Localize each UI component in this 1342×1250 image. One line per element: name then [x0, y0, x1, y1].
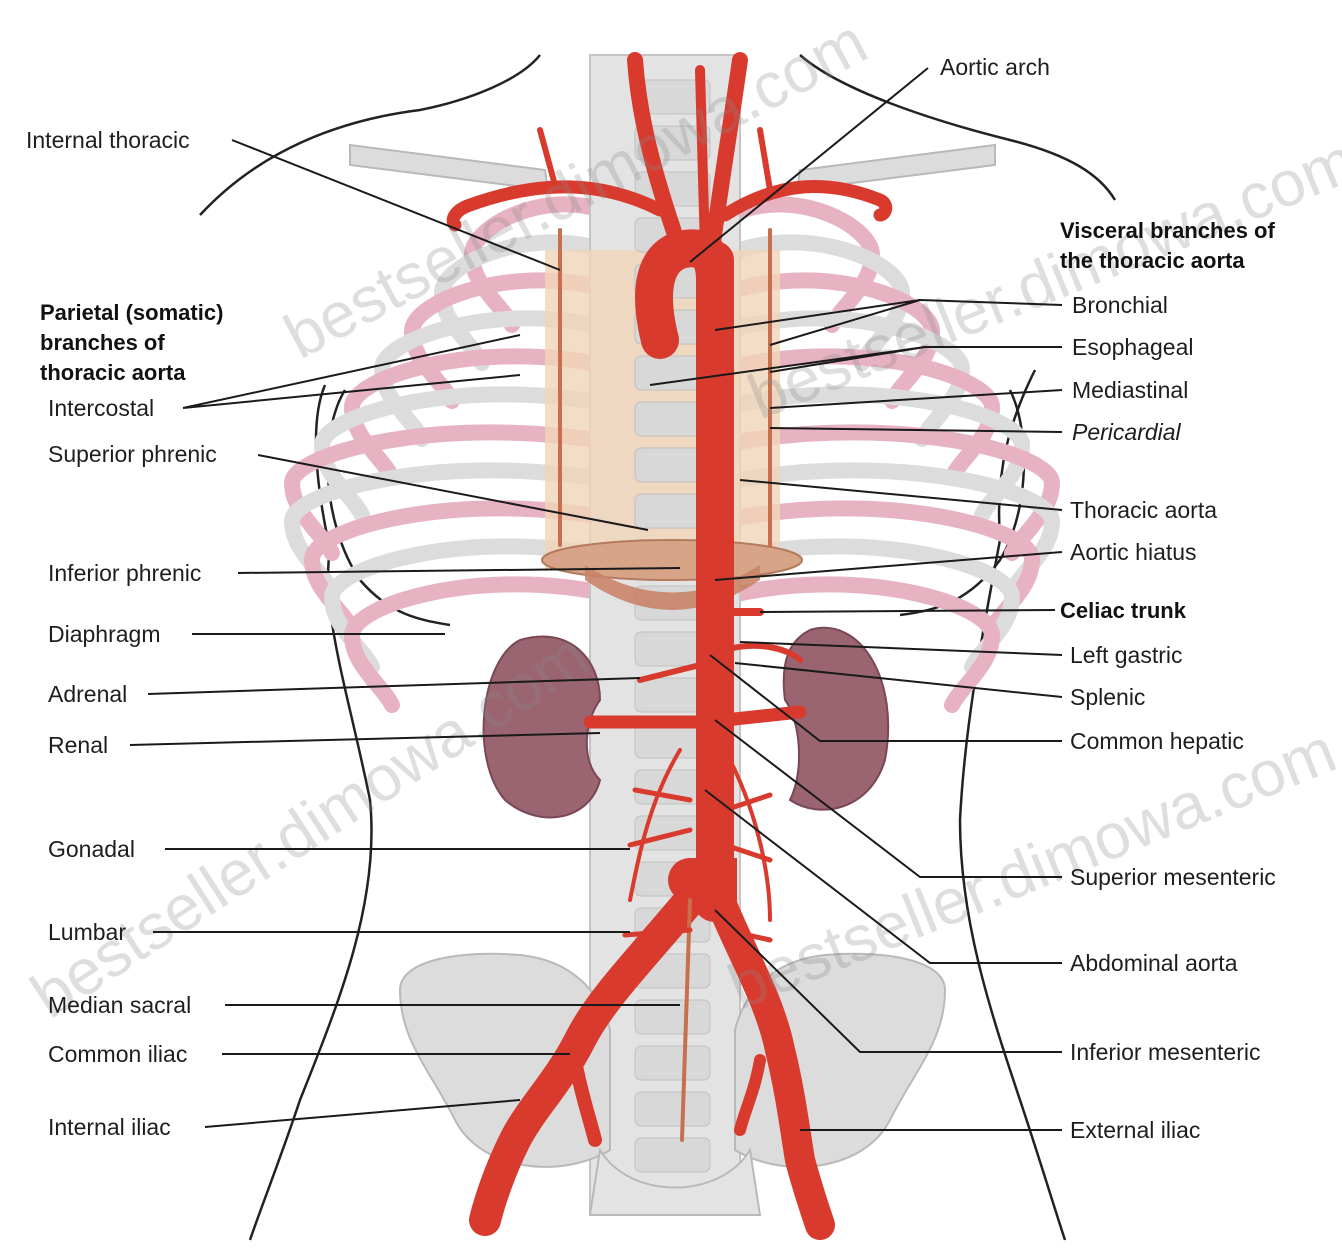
label-abdominal-aorta: Abdominal aorta [1070, 950, 1238, 976]
label-intercostal: Intercostal [48, 395, 154, 421]
label-bronchial: Bronchial [1072, 292, 1168, 318]
parietal-header-line-1: Parietal (somatic) [40, 300, 223, 325]
label-inferior-mesenteric: Inferior mesenteric [1070, 1039, 1260, 1065]
label-lumbar: Lumbar [48, 919, 126, 945]
label-adrenal: Adrenal [48, 681, 127, 707]
label-pericardial: Pericardial [1072, 419, 1182, 445]
parietal-header-line-3: thoracic aorta [40, 360, 186, 385]
label-mediastinal: Mediastinal [1072, 377, 1188, 403]
label-superior-mesenteric: Superior mesenteric [1070, 864, 1276, 890]
label-internal-thoracic: Internal thoracic [26, 127, 190, 153]
label-renal: Renal [48, 732, 108, 758]
vertebra-22 [635, 1046, 710, 1080]
label-aortic-hiatus: Aortic hiatus [1070, 539, 1197, 565]
visceral-header-line-1: Visceral branches of [1060, 218, 1275, 243]
label-celiac-trunk: Celiac trunk [1060, 598, 1187, 623]
label-median-sacral: Median sacral [48, 992, 191, 1018]
label-internal-iliac: Internal iliac [48, 1114, 171, 1140]
label-aortic-arch: Aortic arch [940, 54, 1050, 80]
label-left-gastric: Left gastric [1070, 642, 1183, 668]
label-superior-phrenic: Superior phrenic [48, 441, 217, 467]
label-inferior-phrenic: Inferior phrenic [48, 560, 201, 586]
parietal-header-line-2: branches of [40, 330, 165, 355]
vertebra-23 [635, 1092, 710, 1126]
label-esophageal: Esophageal [1072, 334, 1194, 360]
visceral-header-line-2: the thoracic aorta [1060, 248, 1245, 273]
label-diaphragm: Diaphragm [48, 621, 161, 647]
label-splenic: Splenic [1070, 684, 1145, 710]
label-external-iliac: External iliac [1070, 1117, 1200, 1143]
label-gonadal: Gonadal [48, 836, 135, 862]
label-common-hepatic: Common hepatic [1070, 728, 1244, 754]
label-common-iliac: Common iliac [48, 1041, 187, 1067]
diaphragm [542, 540, 802, 610]
vertebra-24 [635, 1138, 710, 1172]
label-thoracic-aorta: Thoracic aorta [1070, 497, 1217, 523]
